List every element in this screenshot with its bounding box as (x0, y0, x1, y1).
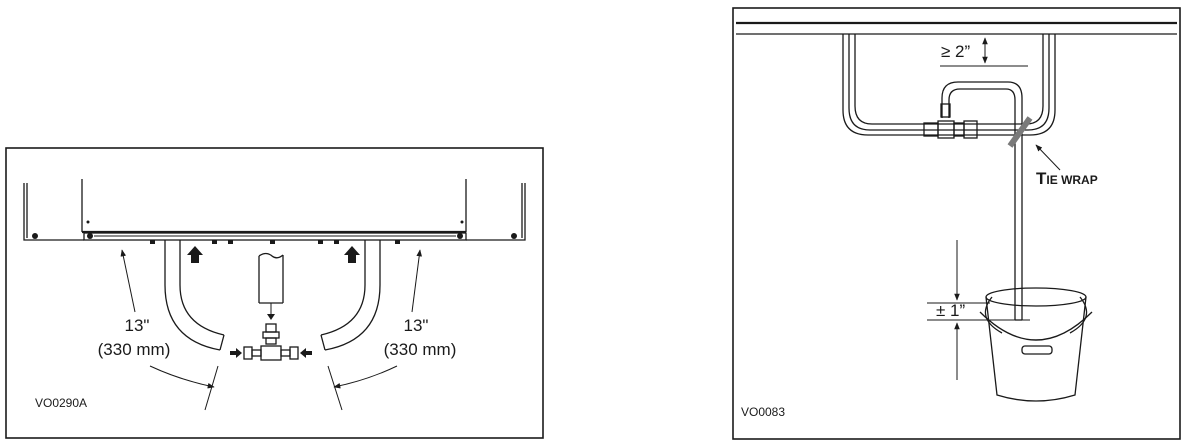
dimension-left-inches: 13" (125, 316, 150, 335)
tolerance-label: ± 1” (936, 301, 966, 320)
up-arrow-right (344, 246, 360, 263)
clearance-label: ≥ 2” (941, 42, 971, 61)
dimension-leader-right (411, 249, 422, 313)
dimension-right-inches: 13" (404, 316, 429, 335)
tie-wrap-label: TIE WRAP (1036, 169, 1098, 188)
drain-pipe (258, 252, 284, 320)
cut-line-right (327, 365, 343, 411)
left-figure: 13" (330 mm) 13" (330 mm) VO0290A (5, 147, 544, 439)
hose-fittings (923, 120, 978, 139)
right-figure: ≥ 2” TIE WRAP (732, 7, 1181, 440)
figure-code-right: VO0083 (741, 405, 785, 419)
tie-wrap (1007, 116, 1033, 148)
left-figure-frame (5, 147, 544, 439)
tie-wrap-leader (1035, 144, 1061, 171)
dimension-arc-right (333, 365, 398, 389)
up-arrow-left (187, 246, 203, 263)
dimension-leader-left (120, 249, 136, 313)
right-figure-frame (732, 7, 1181, 440)
dimension-right-mm: (330 mm) (384, 340, 457, 359)
bucket (979, 287, 1093, 402)
dimension-left-mm: (330 mm) (98, 340, 171, 359)
figure-code-left: VO0290A (35, 396, 87, 410)
right-drain-tube (320, 240, 381, 351)
dimension-arc-left (149, 365, 215, 389)
appliance-cabinet (23, 179, 526, 244)
drain-hose (940, 81, 1023, 321)
tee-fitting (230, 323, 312, 361)
cut-line-left (204, 365, 219, 411)
hose-loop (842, 34, 1056, 136)
left-drain-tube (164, 240, 225, 351)
